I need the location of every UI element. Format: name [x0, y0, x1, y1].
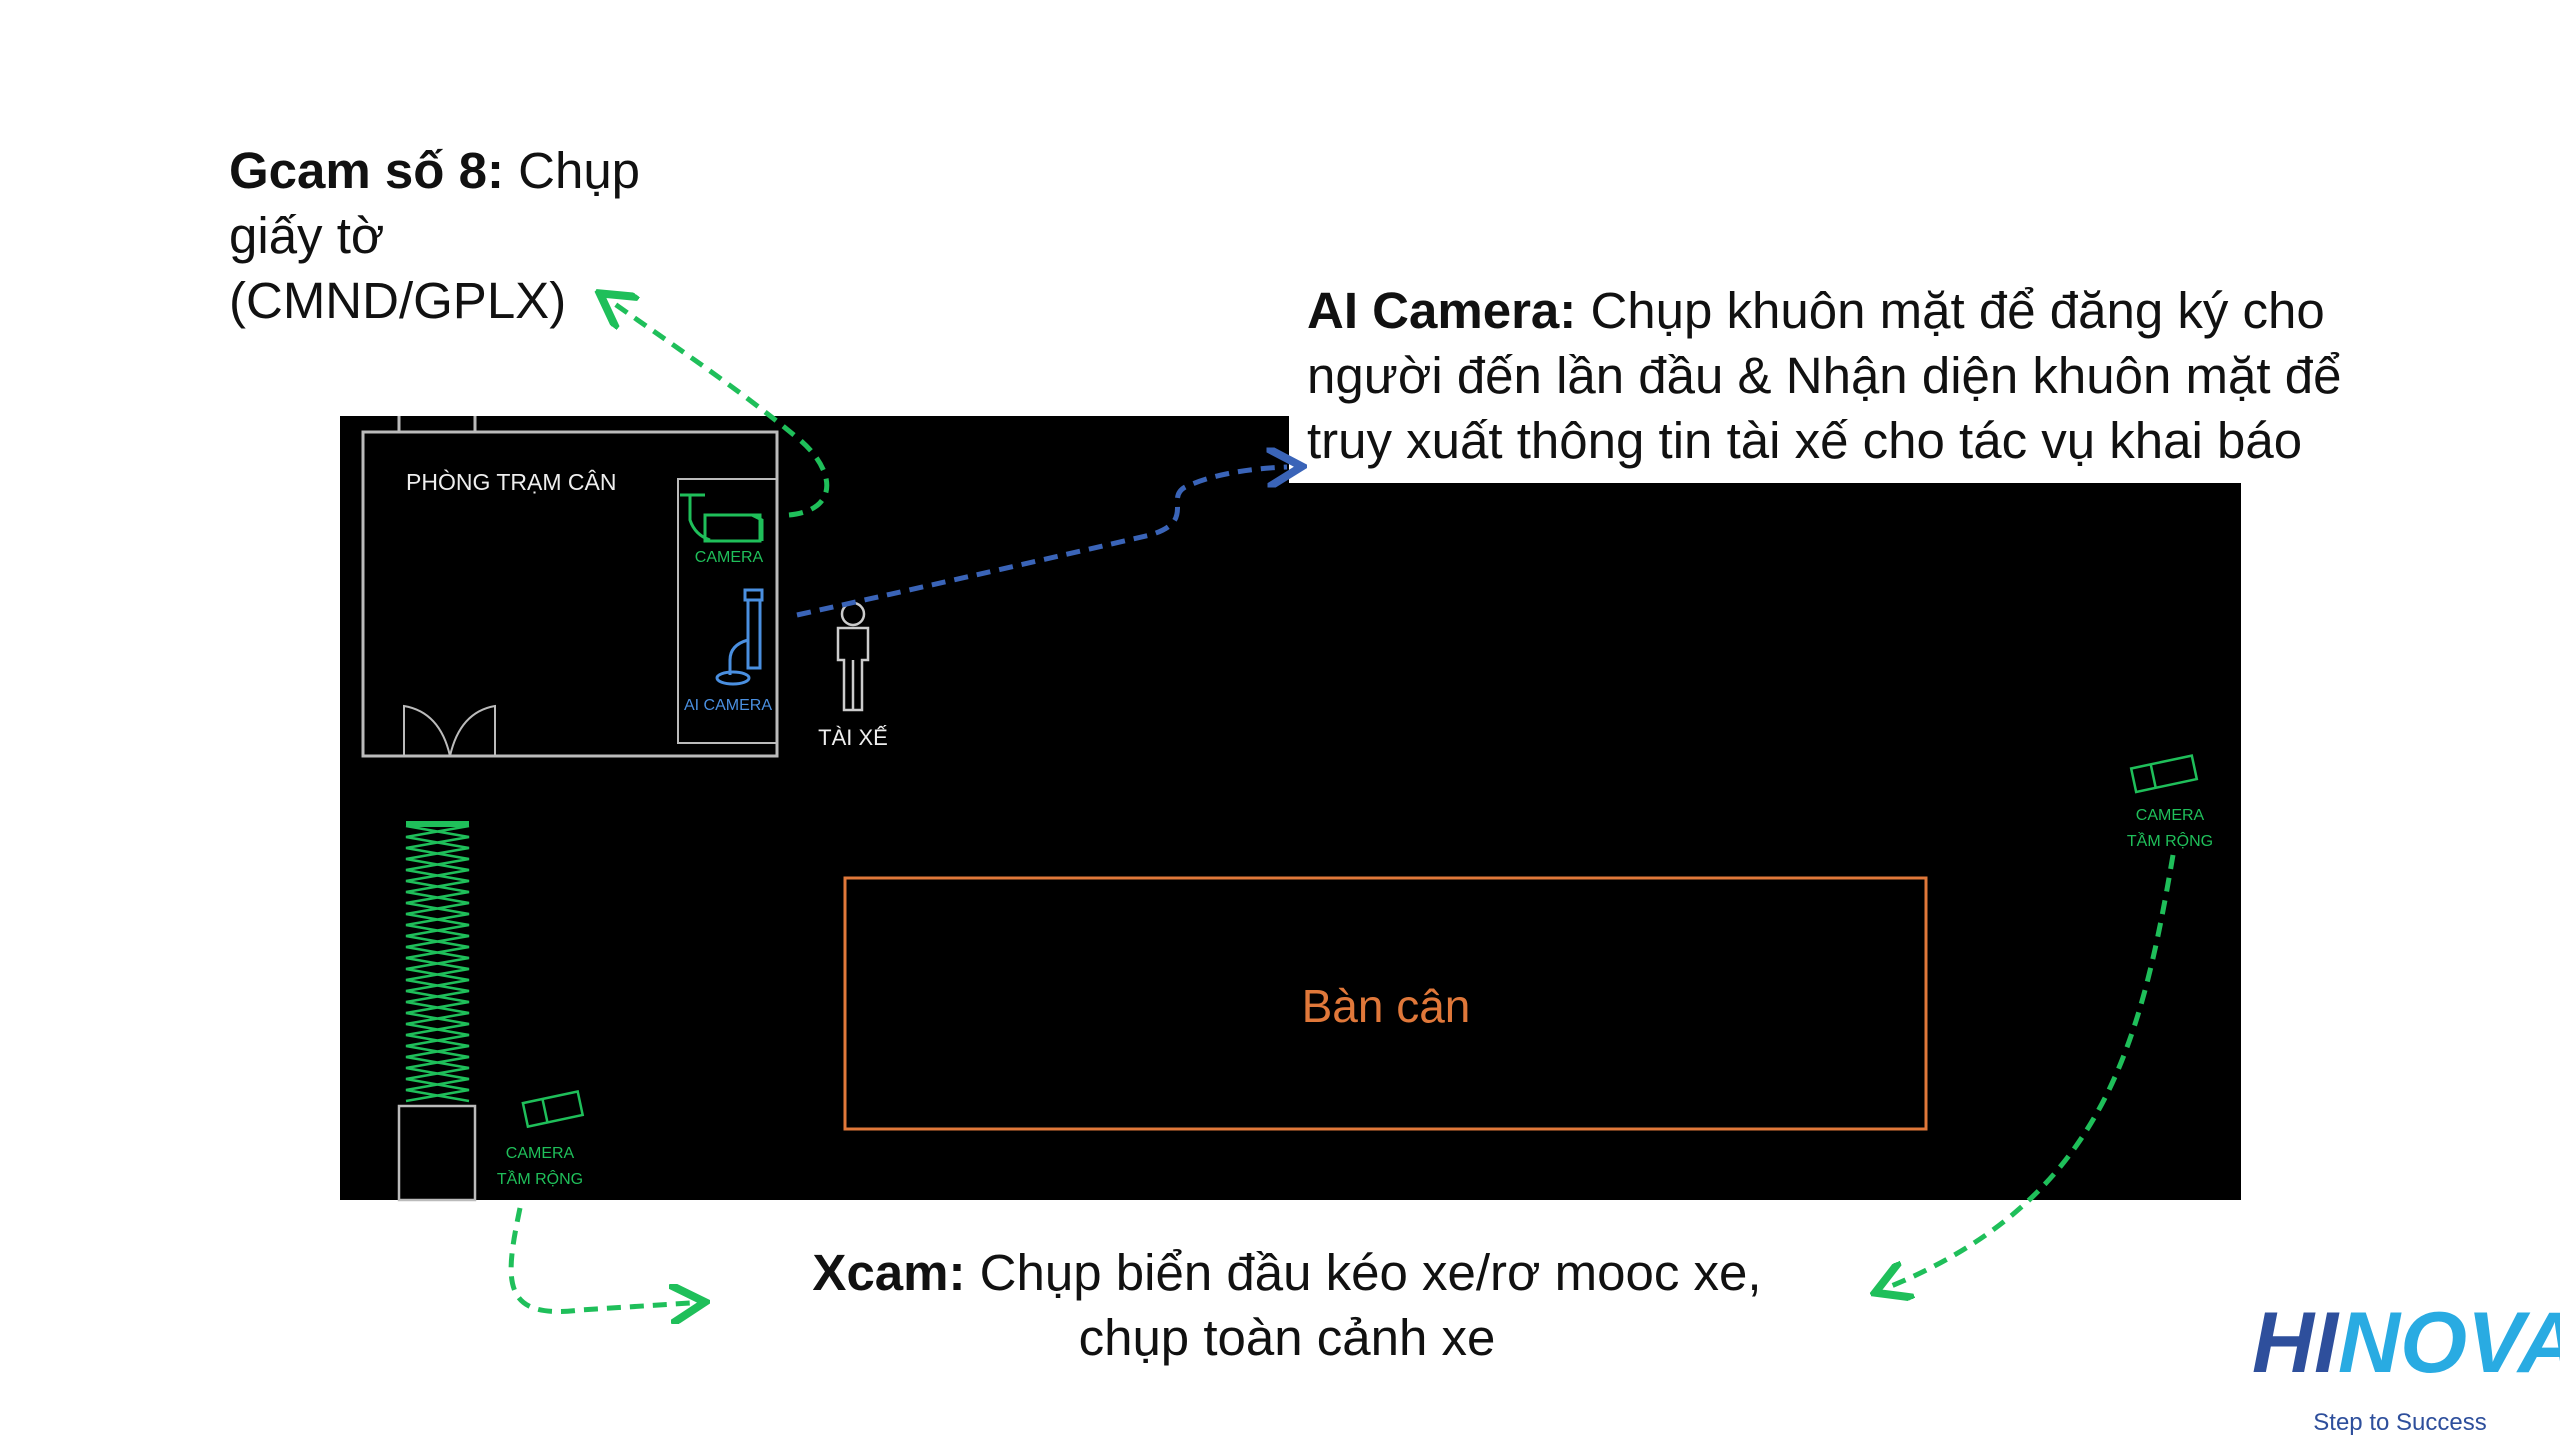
gcam-caption-line3: (CMND/GPLX)	[229, 272, 566, 329]
driver-label: TÀI XẾ	[818, 725, 888, 750]
xcam-caption-line1: Xcam: Chụp biển đầu kéo xe/rơ mooc xe,	[812, 1244, 1761, 1301]
wide-camera-icon-right	[2129, 754, 2199, 794]
door-icon	[403, 704, 496, 757]
wide-camera-label-right-line2: TẦM RỘNG	[2127, 831, 2213, 850]
xcam-arrow-right	[1889, 854, 2176, 1287]
wide-camera-label-right-line1: CAMERA	[2136, 807, 2205, 824]
camera-label: CAMERA	[695, 549, 764, 566]
wide-camera-icon	[521, 1089, 585, 1129]
camera-icon	[680, 493, 764, 543]
ai-camera-label: AI CAMERA	[684, 697, 772, 714]
ai-camera-caption-line3: truy xuất thông tin tài xế cho tác vụ kh…	[1307, 412, 2302, 469]
ai-camera-caption-line2: người đến lần đầu & Nhận diện khuôn mặt …	[1307, 347, 2341, 404]
hinova-logo: HINOVA Step to Success	[2252, 1295, 2560, 1436]
barrier-gate	[405, 821, 470, 1103]
xcam-arrow-left	[508, 1207, 690, 1312]
ai-camera-caption-line1: AI Camera: Chụp khuôn mặt để đăng ký cho	[1307, 282, 2325, 339]
gcam-arrow	[612, 302, 830, 518]
ai-camera-icon	[715, 588, 764, 686]
weighbridge-platform	[843, 876, 1928, 1131]
room-label: PHÒNG TRẠM CÂN	[406, 469, 616, 495]
wide-camera-label-line2: TẦM RỘNG	[497, 1169, 583, 1188]
weighing-room	[361, 416, 779, 758]
gcam-caption-line2: giấy tờ	[229, 207, 384, 264]
xcam-caption-line2: chụp toàn cảnh xe	[1079, 1309, 1496, 1366]
logo-tagline: Step to Success	[2313, 1409, 2486, 1436]
barrier-post	[397, 1104, 477, 1202]
ai-camera-arrow	[796, 467, 1287, 618]
weighbridge-label: Bàn cân	[1302, 980, 1471, 1032]
gcam-caption-line1: Gcam số 8: Chụp	[229, 142, 640, 199]
logo-wordmark: HINOVA	[2252, 1295, 2560, 1391]
wide-camera-label-line1: CAMERA	[506, 1145, 575, 1162]
floorplan-background	[340, 416, 2241, 1200]
